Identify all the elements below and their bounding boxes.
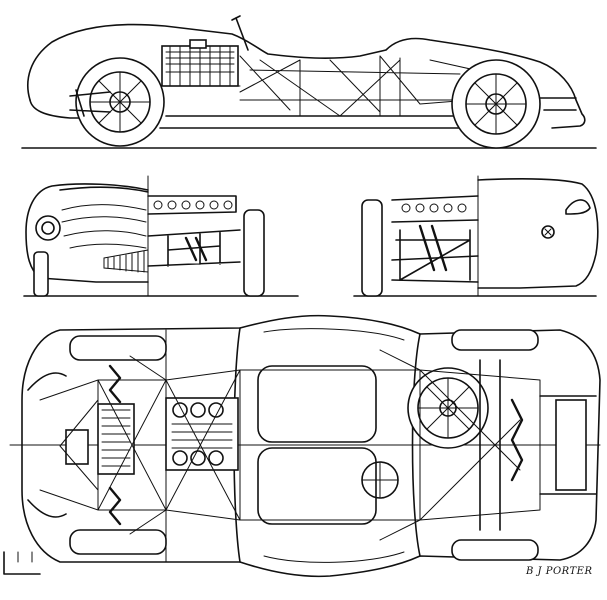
rear-fuel-cap-cross [544,228,552,236]
front-suspension [147,229,241,267]
rear-suspension [395,229,471,281]
artist-signature: B J PORTER [526,566,593,577]
side-rear-spokes [465,73,527,135]
side-windscreen [235,17,249,51]
plan-engine-fins [171,423,233,449]
plan-rear-spring [510,398,524,482]
rear-spring [418,224,448,272]
front-body-outline [25,183,149,283]
scale-ticks [17,551,33,563]
side-rear-suspension [539,97,577,111]
plan-nose-lines [27,372,67,518]
front-frame-holes [153,200,233,210]
front-badge [35,215,61,241]
side-nose-lower [29,99,81,119]
scale-mark [3,551,41,575]
plan-seat-left [257,365,377,443]
front-left-wheel [33,251,49,297]
plan-radiator [97,403,135,475]
rear-frame-holes [401,203,467,213]
plan-rear-left-wheel [451,329,539,351]
front-right-wheel [243,209,265,297]
front-spring [184,236,208,262]
rear-fuel-cap [541,225,555,239]
rear-tail-vent [565,199,591,215]
plan-carburettors [172,402,224,466]
front-upper-frame [147,195,237,215]
side-engine-detail [165,45,235,87]
front-panel-curves [61,204,147,249]
front-grille-bars [107,250,145,273]
plan-rear-box [555,399,587,491]
front-grille [103,249,149,273]
front-cowl-line [59,186,149,193]
plan-seat-right [257,447,377,525]
plan-spare-spokes [417,377,479,439]
plan-tube-frame [39,349,541,541]
plan-radiator-core [101,409,131,467]
rear-body-outline [477,178,599,289]
plan-cockpit-rear [411,333,421,557]
rear-frame [391,195,479,283]
front-badge-inner [41,221,55,235]
plan-engine-block [165,397,239,471]
plan-front-right-wheel [69,529,167,555]
side-engine-filler [189,39,207,49]
plan-steering-spokes [361,461,399,499]
plan-front-box [65,429,89,465]
plan-front-spring-right [108,486,122,526]
side-body-outline [27,23,586,129]
plan-rear-suspension [479,359,597,531]
side-windscreen-top [231,15,241,21]
rear-left-wheel [361,199,383,297]
plan-view [9,314,601,578]
plan-front-left-wheel [69,335,167,361]
side-view [21,15,597,149]
plan-front-spring-left [108,364,122,404]
rear-view [353,175,599,297]
front-view [23,175,299,297]
side-front-spokes [89,71,151,133]
side-front-suspension [69,89,111,117]
plan-rear-right-wheel [451,539,539,561]
